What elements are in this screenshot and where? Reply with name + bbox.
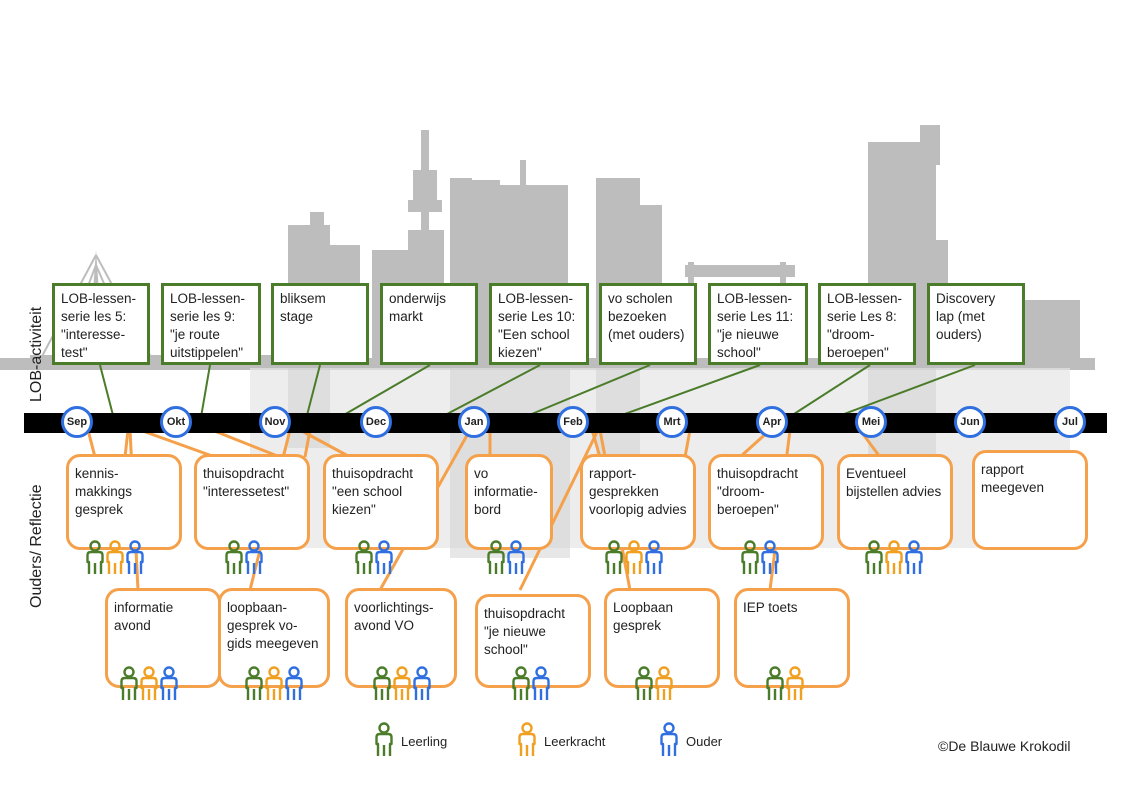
month-marker: Mrt (656, 406, 688, 438)
reflection-bubble: thuisopdracht "interessetest" (194, 454, 310, 550)
legend-label: Ouder (686, 734, 723, 749)
legend-leerling: Leerling (375, 722, 447, 761)
leerling-icon (120, 666, 138, 707)
people-group (373, 666, 431, 707)
lob-activity-box: vo scholen bezoeken (met ouders) (599, 283, 697, 365)
month-marker: Sep (61, 406, 93, 438)
leerling-icon (865, 540, 883, 581)
reflection-bubble: voorlichtings-avond VO (345, 588, 457, 688)
lob-activity-box: LOB-lessen-serie Les 10: "Een school kie… (489, 283, 589, 365)
people-group (355, 540, 393, 581)
copyright-text: ©De Blauwe Krokodil (938, 738, 1071, 754)
ouder-icon (645, 540, 663, 581)
month-marker: Jun (954, 406, 986, 438)
leerkracht-icon (655, 666, 673, 707)
leerling-icon (86, 540, 104, 581)
month-marker: Mei (855, 406, 887, 438)
month-marker: Nov (259, 406, 291, 438)
reflection-bubble: Eventueel bijstellen advies (837, 454, 953, 550)
lob-activity-box: Discovery lap (met ouders) (927, 283, 1025, 365)
person-icon (375, 722, 393, 761)
leerkracht-icon (140, 666, 158, 707)
lob-activity-box: onderwijs markt (380, 283, 478, 365)
ouder-icon (413, 666, 431, 707)
people-group (120, 666, 178, 707)
people-group (86, 540, 144, 581)
legend-label: Leerkracht (544, 734, 606, 749)
month-marker: Jan (458, 406, 490, 438)
leerling-icon (487, 540, 505, 581)
reflection-bubble: vo informatie-bord (465, 454, 553, 550)
month-marker: Feb (557, 406, 589, 438)
ouder-icon (905, 540, 923, 581)
people-group (741, 540, 779, 581)
ouder-icon (375, 540, 393, 581)
leerkracht-icon (106, 540, 124, 581)
ouder-icon (160, 666, 178, 707)
leerkracht-icon (885, 540, 903, 581)
legend-leerkracht: Leerkracht (518, 722, 605, 761)
reflection-bubble: thuisopdracht "een school kiezen" (323, 454, 439, 550)
reflection-bubble: rapport-gesprekken voorlopig advies (580, 454, 696, 550)
reflection-bubble: thuisopdracht "je nieuwe school" (475, 594, 591, 688)
reflection-bubble: rapport meegeven (972, 450, 1088, 550)
lob-activity-box: LOB-lessen-serie les 9: "je route uitsti… (161, 283, 261, 365)
leerling-icon (741, 540, 759, 581)
people-group (865, 540, 923, 581)
ouder-icon (126, 540, 144, 581)
leerkracht-icon (625, 540, 643, 581)
reflection-bubble: loopbaan-gesprek vo-gids meegeven (218, 588, 330, 688)
month-marker: Apr (756, 406, 788, 438)
people-group (487, 540, 525, 581)
leerkracht-icon (786, 666, 804, 707)
leerling-icon (766, 666, 784, 707)
lob-activity-box: LOB-lessen-serie Les 11: "je nieuwe scho… (708, 283, 808, 365)
person-icon (518, 722, 536, 761)
people-group (635, 666, 673, 707)
leerling-icon (373, 666, 391, 707)
lob-activity-box: LOB-lessen-serie les 5: "interesse-test" (52, 283, 150, 365)
leerling-icon (355, 540, 373, 581)
leerling-icon (245, 666, 263, 707)
lob-activity-box: bliksem stage (271, 283, 369, 365)
month-marker: Okt (160, 406, 192, 438)
leerling-icon (605, 540, 623, 581)
leerkracht-icon (265, 666, 283, 707)
ouder-icon (507, 540, 525, 581)
leerling-icon (225, 540, 243, 581)
ouder-icon (285, 666, 303, 707)
people-group (605, 540, 663, 581)
ouder-icon (761, 540, 779, 581)
leerkracht-icon (393, 666, 411, 707)
month-marker: Dec (360, 406, 392, 438)
ouder-icon (245, 540, 263, 581)
legend-ouder: Ouder (660, 722, 722, 761)
reflection-bubble: IEP toets (734, 588, 850, 688)
reflection-bubble: kennis-makkings gesprek (66, 454, 182, 550)
month-marker: Jul (1054, 406, 1086, 438)
leerling-icon (635, 666, 653, 707)
lob-activity-box: LOB-lessen-serie Les 8: "droom-beroepen" (818, 283, 916, 365)
reflection-bubble: thuisopdracht "droom-beroepen" (708, 454, 824, 550)
reflection-bubble: Loopbaan gesprek (604, 588, 720, 688)
people-group (766, 666, 804, 707)
ouder-icon (532, 666, 550, 707)
people-group (225, 540, 263, 581)
people-group (512, 666, 550, 707)
people-group (245, 666, 303, 707)
person-icon (660, 722, 678, 761)
leerling-icon (512, 666, 530, 707)
legend-label: Leerling (401, 734, 448, 749)
